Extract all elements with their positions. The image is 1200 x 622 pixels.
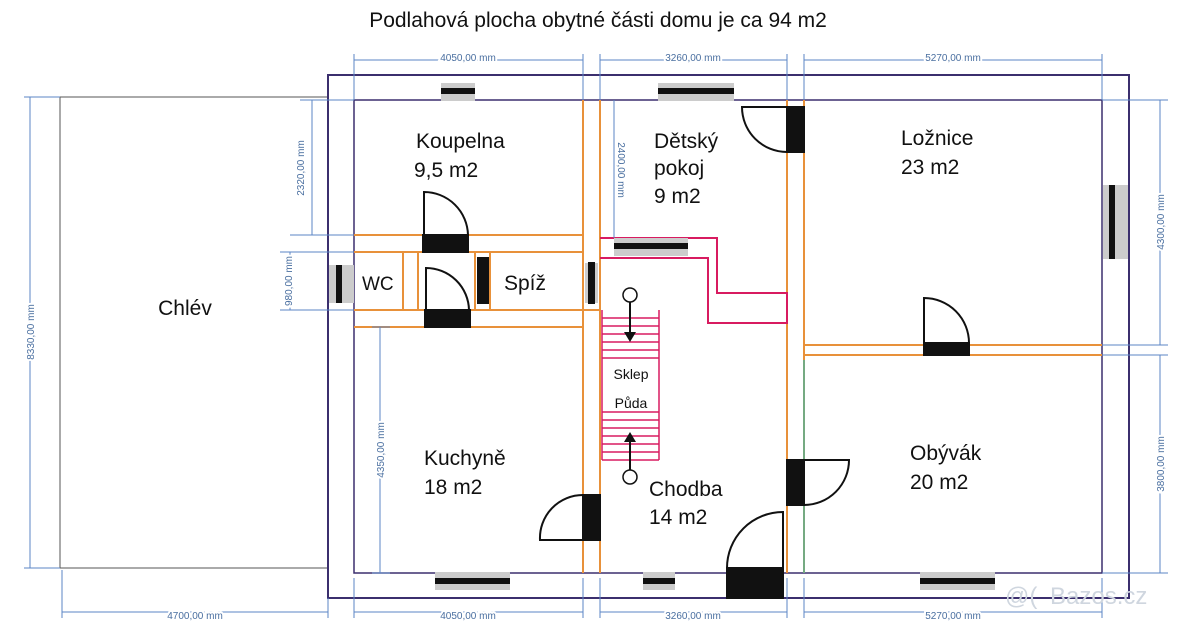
koupelna-name: Koupelna	[416, 130, 505, 153]
staircase: Sklep Půda	[601, 287, 660, 485]
window-child-inner	[614, 238, 688, 256]
plan-title: Podlahová plocha obytné části domu je ca…	[369, 9, 827, 32]
window-child	[658, 83, 734, 101]
door-bedroom	[923, 296, 970, 356]
doors	[422, 106, 970, 599]
detsky-name-2: pokoj	[654, 157, 704, 180]
dim-bottom-left: 4050,00 mm	[440, 611, 496, 622]
door-kitchen	[538, 493, 601, 541]
chodba-area: 14 m2	[649, 506, 707, 529]
window-living	[920, 572, 995, 590]
door-bathroom	[422, 190, 469, 253]
window-wc	[329, 265, 354, 303]
door-entrance	[726, 510, 784, 599]
window-bedroom	[1103, 185, 1128, 259]
dim-left-wc: 980,00 mm	[284, 256, 295, 306]
dim-left-kitchen: 4350,00 mm	[376, 422, 387, 478]
dim-top-right: 5270,00 mm	[925, 53, 981, 64]
door-spiz	[477, 257, 489, 304]
dim-bottom-chlev: 4700,00 mm	[167, 611, 223, 622]
loznice-name: Ložnice	[901, 127, 973, 150]
window-bath	[441, 83, 475, 101]
detsky-name-1: Dětský	[654, 130, 719, 153]
watermark-text: Bazos.cz	[1050, 583, 1147, 610]
chodba-name: Chodba	[649, 478, 723, 501]
dim-right-living: 3800,00 mm	[1156, 436, 1167, 492]
obyvak-name: Obývák	[910, 442, 982, 465]
kuchyne-area: 18 m2	[424, 476, 482, 499]
door-living	[786, 459, 851, 506]
detsky-area: 9 m2	[654, 185, 701, 208]
child-room-partition	[600, 237, 788, 324]
dim-child-room: 2400,00 mm	[615, 142, 626, 198]
window-kitchen	[435, 572, 510, 590]
dimension-labels: 4050,00 mm 3260,00 mm 5270,00 mm 4700,00…	[24, 51, 1169, 622]
wc-label: WC	[362, 274, 394, 295]
dimension-lines	[24, 54, 1168, 618]
stairs-up-label: Půda	[615, 395, 648, 411]
spiz-label: Spíž	[504, 272, 546, 295]
chlev-building: Chlév	[59, 96, 328, 569]
door-spiz-hall	[585, 262, 598, 304]
dim-bottom-mid: 3260,00 mm	[665, 611, 721, 622]
dim-right-bedroom: 4300,00 mm	[1156, 194, 1167, 250]
dim-left-bath: 2320,00 mm	[296, 140, 307, 196]
windows	[329, 83, 1128, 590]
loznice-area: 23 m2	[901, 156, 959, 179]
dim-top-left: 4050,00 mm	[440, 53, 496, 64]
obyvak-area: 20 m2	[910, 471, 968, 494]
stairs-down-label: Sklep	[613, 366, 648, 382]
room-labels: Koupelna 9,5 m2 Dětský pokoj 9 m2 Ložnic…	[362, 127, 982, 529]
dim-left-total: 8330,00 mm	[26, 304, 37, 360]
kuchyne-name: Kuchyně	[424, 447, 506, 470]
door-wc	[424, 266, 471, 328]
door-child	[740, 106, 805, 153]
watermark: @( Bazos.cz	[1005, 583, 1147, 610]
watermark-logo-icon: @(	[1005, 583, 1037, 610]
dim-bottom-right: 5270,00 mm	[925, 611, 981, 622]
chlev-label: Chlév	[158, 297, 212, 320]
koupelna-area: 9,5 m2	[414, 159, 478, 182]
window-hall	[643, 572, 675, 590]
dim-top-mid: 3260,00 mm	[665, 53, 721, 64]
outer-walls	[327, 74, 1130, 599]
